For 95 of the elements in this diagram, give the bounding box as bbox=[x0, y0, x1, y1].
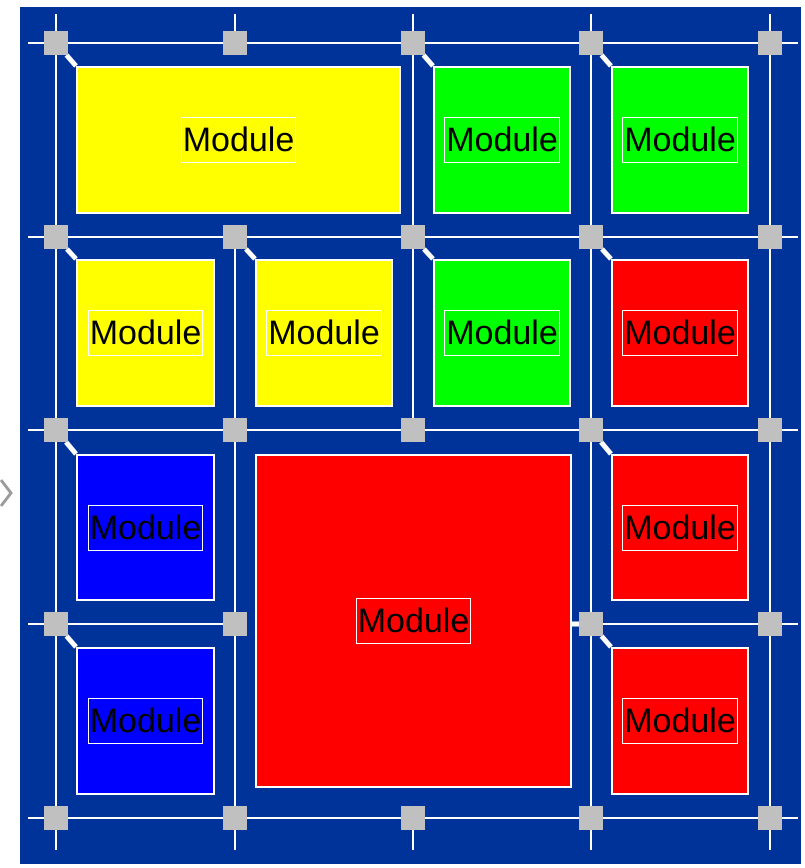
module-block bbox=[433, 259, 571, 407]
module-block bbox=[76, 454, 215, 601]
switch-box bbox=[44, 806, 68, 830]
connection-tick bbox=[600, 634, 613, 649]
switch-box bbox=[401, 31, 425, 55]
switch-box bbox=[579, 806, 603, 830]
module-block bbox=[611, 454, 749, 601]
routing-wire bbox=[412, 55, 414, 225]
routing-wire bbox=[68, 42, 223, 44]
routing-wire bbox=[68, 817, 223, 819]
module-block bbox=[255, 259, 393, 407]
routing-wire bbox=[247, 236, 401, 238]
switch-box bbox=[758, 418, 782, 442]
routing-wire bbox=[769, 636, 771, 806]
switch-box bbox=[44, 418, 68, 442]
module-block bbox=[76, 66, 401, 214]
switch-box bbox=[401, 418, 425, 442]
routing-wire bbox=[412, 249, 414, 418]
routing-wire bbox=[68, 429, 223, 431]
module-block bbox=[433, 66, 571, 214]
routing-wire bbox=[55, 636, 57, 806]
connection-tick bbox=[65, 247, 78, 261]
module-label: Module bbox=[88, 504, 204, 550]
switch-box bbox=[579, 418, 603, 442]
module-label: Module bbox=[444, 310, 560, 356]
switch-box bbox=[223, 612, 247, 636]
switch-box bbox=[401, 225, 425, 249]
module-block bbox=[611, 647, 749, 795]
module-label: Module bbox=[444, 117, 560, 163]
connection-tick bbox=[422, 53, 435, 68]
connection-tick bbox=[64, 634, 78, 649]
connection-tick bbox=[600, 247, 613, 261]
routing-wire bbox=[425, 429, 579, 431]
module-block bbox=[76, 647, 215, 795]
switch-box bbox=[579, 225, 603, 249]
routing-wire bbox=[234, 636, 236, 806]
module-label: Module bbox=[88, 698, 204, 744]
routing-wire bbox=[603, 42, 758, 44]
routing-wire bbox=[603, 429, 758, 431]
routing-wire bbox=[603, 236, 758, 238]
routing-wire bbox=[247, 42, 401, 44]
switch-box bbox=[758, 225, 782, 249]
connection-tick bbox=[422, 247, 435, 261]
routing-wire bbox=[247, 817, 401, 819]
routing-wire bbox=[590, 442, 592, 612]
connection-tick bbox=[600, 53, 613, 68]
switch-box bbox=[579, 612, 603, 636]
routing-wire bbox=[590, 55, 592, 225]
routing-wire bbox=[234, 249, 236, 418]
routing-wire bbox=[769, 55, 771, 225]
module-label: Module bbox=[622, 117, 738, 163]
module-block bbox=[76, 259, 215, 407]
switch-box bbox=[401, 806, 425, 830]
switch-box bbox=[758, 612, 782, 636]
module-label: Module bbox=[622, 310, 738, 356]
routing-wire bbox=[234, 442, 236, 612]
switch-box bbox=[223, 225, 247, 249]
switch-box bbox=[44, 31, 68, 55]
switch-box bbox=[223, 418, 247, 442]
module-label: Module bbox=[180, 117, 296, 163]
switch-box bbox=[44, 612, 68, 636]
module-label: Module bbox=[356, 598, 472, 644]
module-block bbox=[611, 66, 749, 214]
switch-box bbox=[223, 31, 247, 55]
connection-tick bbox=[64, 440, 78, 456]
module-label: Module bbox=[88, 310, 204, 356]
connection-tick bbox=[64, 53, 78, 68]
routing-wire bbox=[603, 623, 758, 625]
routing-wire bbox=[425, 817, 579, 819]
routing-wire bbox=[603, 817, 758, 819]
switch-box bbox=[579, 31, 603, 55]
routing-wire bbox=[425, 236, 579, 238]
connection-tick bbox=[244, 247, 257, 261]
switch-box bbox=[758, 806, 782, 830]
module-label: Module bbox=[622, 504, 738, 550]
routing-wire bbox=[55, 249, 57, 418]
switch-box bbox=[758, 31, 782, 55]
connection-tick bbox=[572, 622, 579, 626]
routing-wire bbox=[590, 636, 592, 806]
routing-wire bbox=[68, 236, 223, 238]
routing-wire bbox=[425, 42, 579, 44]
routing-wire bbox=[55, 55, 57, 225]
routing-wire bbox=[247, 429, 401, 431]
routing-wire bbox=[769, 249, 771, 418]
routing-wire bbox=[769, 442, 771, 612]
switch-box bbox=[223, 806, 247, 830]
routing-wire bbox=[590, 249, 592, 418]
module-label: Module bbox=[622, 698, 738, 744]
module-label: Module bbox=[266, 310, 382, 356]
connection-tick bbox=[599, 440, 613, 456]
routing-wire bbox=[68, 623, 223, 625]
switch-box bbox=[44, 225, 68, 249]
module-block bbox=[255, 454, 572, 788]
module-block bbox=[611, 259, 749, 407]
routing-wire bbox=[55, 442, 57, 612]
